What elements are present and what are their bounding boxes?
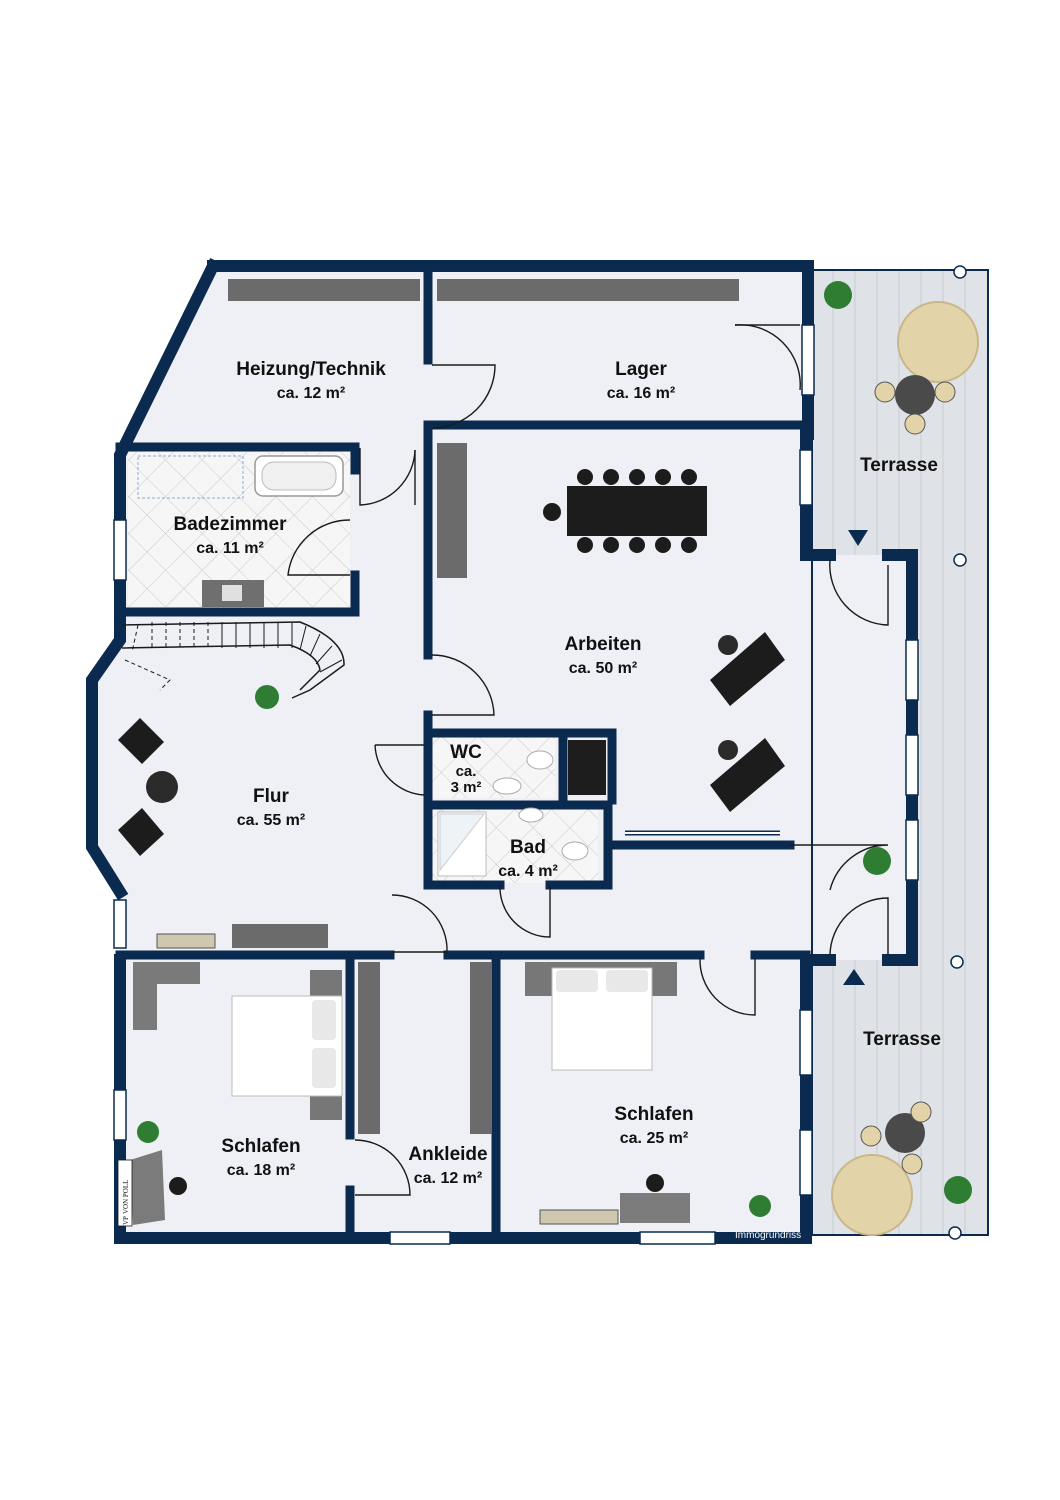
desk-schlafen-left	[130, 1150, 165, 1225]
terrace-arrow-icon	[848, 530, 868, 546]
plant-icon	[255, 685, 279, 709]
room-name-terrasse-top: Terrasse	[860, 455, 938, 476]
lounge-chairs	[118, 718, 178, 856]
room-area-schlafen-left: ca. 18 m²	[227, 1162, 295, 1179]
plant-icon	[824, 281, 852, 309]
room-area-heizung: ca. 12 m²	[277, 385, 345, 402]
staircase	[121, 621, 345, 699]
plants	[137, 281, 972, 1217]
plant-icon	[137, 1121, 159, 1143]
sink-wc	[492, 777, 522, 795]
desks	[130, 632, 785, 1225]
desk-schlafen-right	[620, 1193, 690, 1223]
doors	[287, 324, 889, 1196]
room-area-lager: ca. 16 m²	[607, 385, 675, 402]
round-table-flur	[146, 771, 178, 803]
beds	[231, 962, 677, 1120]
parasol-bottom	[831, 1154, 913, 1236]
room-area-wc-line2: 3 m²	[451, 779, 482, 796]
room-area-schlafen-right: ca. 25 m²	[620, 1130, 688, 1147]
room-name-heizung: Heizung/Technik	[236, 359, 386, 380]
bookshelf-schlafen	[539, 1209, 619, 1225]
terrace-arrow-icon	[843, 969, 865, 985]
plant-icon	[749, 1195, 771, 1217]
room-area-wc-line1: ca.	[456, 763, 477, 780]
plant-icon	[944, 1176, 972, 1204]
logo: VON POLL VP	[117, 1159, 133, 1227]
conference-table	[543, 469, 707, 553]
parasol-top	[897, 301, 979, 383]
logo-mark: VP	[122, 1216, 130, 1225]
room-name-lager: Lager	[615, 359, 667, 380]
room-area-flur: ca. 55 m²	[237, 812, 305, 829]
cabinet-dark	[568, 740, 606, 795]
toilet-bad	[561, 841, 589, 861]
room-name-schlafen-right: Schlafen	[614, 1104, 693, 1125]
railing-posts	[948, 265, 967, 1240]
terrace-furniture	[831, 301, 979, 1236]
shower-badezimmer	[137, 455, 244, 499]
room-name-bad: Bad	[510, 837, 546, 858]
room-name-flur: Flur	[253, 786, 289, 807]
room-name-ankleide: Ankleide	[408, 1144, 487, 1165]
sink-bad	[518, 807, 544, 823]
bookshelf-flur	[156, 933, 216, 949]
room-name-terrasse-bottom: Terrasse	[863, 1029, 941, 1050]
room-name-schlafen-left: Schlafen	[221, 1136, 300, 1157]
interior-walls	[115, 261, 811, 1243]
deck-border	[811, 269, 989, 1236]
room-area-badezimmer: ca. 11 m²	[196, 540, 264, 557]
room-area-bad: ca. 4 m²	[498, 863, 558, 880]
room-name-badezimmer: Badezimmer	[174, 514, 288, 535]
room-area-arbeiten: ca. 50 m²	[569, 660, 637, 677]
desk-arbeiten-2	[710, 738, 785, 812]
credit-label: Immogrundriss	[735, 1230, 801, 1241]
logo-text: VON POLL	[122, 1180, 130, 1214]
toilet-wc	[526, 750, 554, 770]
plant-icon	[863, 847, 891, 875]
room-labels: Heizung/Technik ca. 12 m² Lager ca. 16 m…	[174, 359, 941, 1187]
cabinets	[133, 279, 739, 1225]
desk-arbeiten-1	[710, 632, 785, 706]
room-name-arbeiten: Arbeiten	[564, 634, 641, 655]
windows	[113, 324, 919, 1245]
bath-fixtures	[137, 455, 606, 877]
room-name-wc: WC	[450, 742, 482, 763]
room-area-ankleide: ca. 12 m²	[414, 1170, 482, 1187]
